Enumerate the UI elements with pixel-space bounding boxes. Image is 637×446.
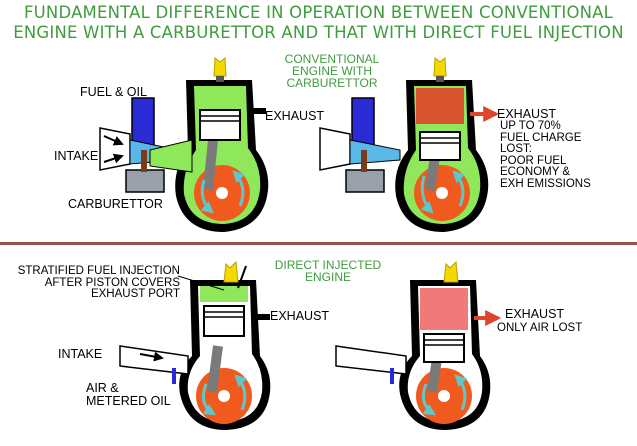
direct-loss-note: EXHAUST (505, 307, 565, 321)
engine-direct-injected-intake (119, 260, 271, 430)
carburettor (319, 97, 401, 193)
direct-loss-detail: ONLY AIR LOST (497, 322, 583, 334)
diagram-title: FUNDAMENTAL DIFFERENCE IN OPERATION BETW… (0, 3, 637, 43)
fuel-reservoir (131, 97, 155, 149)
label-exhaust-direct: EXHAUST (270, 309, 330, 323)
piston (199, 109, 241, 141)
label-air-metered-oil: AIR & METERED OIL (86, 381, 171, 408)
label-fuel-oil: FUEL & OIL (80, 85, 147, 99)
flow-arrow (232, 170, 246, 207)
label-intake-direct: INTAKE (58, 347, 103, 361)
stratified-injection-note: STRATIFIED FUEL INJECTION AFTER PISTON C… (17, 265, 180, 300)
spark-plug (443, 260, 459, 283)
label-carburettor: CARBURETTOR (68, 197, 163, 211)
spark-plug (213, 57, 227, 77)
hot-gas-mixture (416, 88, 464, 124)
float-bowl (125, 169, 165, 193)
engine-conventional-intake-stroke (99, 57, 269, 232)
fuel-injector (237, 265, 247, 289)
section-divider (0, 242, 637, 245)
label-intake-conventional: INTAKE (54, 149, 99, 163)
conventional-loss-note: EXHAUST (497, 107, 557, 121)
conventional-loss-detail: UP TO 70% FUEL CHARGE LOST: POOR FUEL EC… (500, 120, 591, 190)
title-line-2: ENGINE WITH A CARBURETTOR AND THAT WITH … (13, 23, 624, 42)
spark-plug (433, 57, 447, 77)
oil-meter (172, 368, 176, 384)
piston (423, 333, 465, 363)
engine-direct-injected-exhaust (335, 260, 502, 430)
exhaust-port (252, 108, 266, 114)
stratified-fuel-charge (200, 286, 248, 302)
spark-plug (223, 260, 239, 283)
conventional-heading: CONVENTIONAL ENGINE WITH CARBURETTOR (284, 52, 380, 90)
exhaust-air-charge (420, 288, 468, 330)
direct-heading: DIRECT INJECTED ENGINE (274, 258, 382, 284)
flow-arrow (200, 179, 214, 214)
intake-manifold (119, 345, 189, 375)
piston (203, 305, 245, 337)
label-exhaust-conventional: EXHAUST (265, 109, 325, 123)
piston (419, 131, 461, 161)
title-line-1: FUNDAMENTAL DIFFERENCE IN OPERATION BETW… (23, 3, 614, 22)
engine-conventional-exhaust-stroke (319, 57, 500, 232)
